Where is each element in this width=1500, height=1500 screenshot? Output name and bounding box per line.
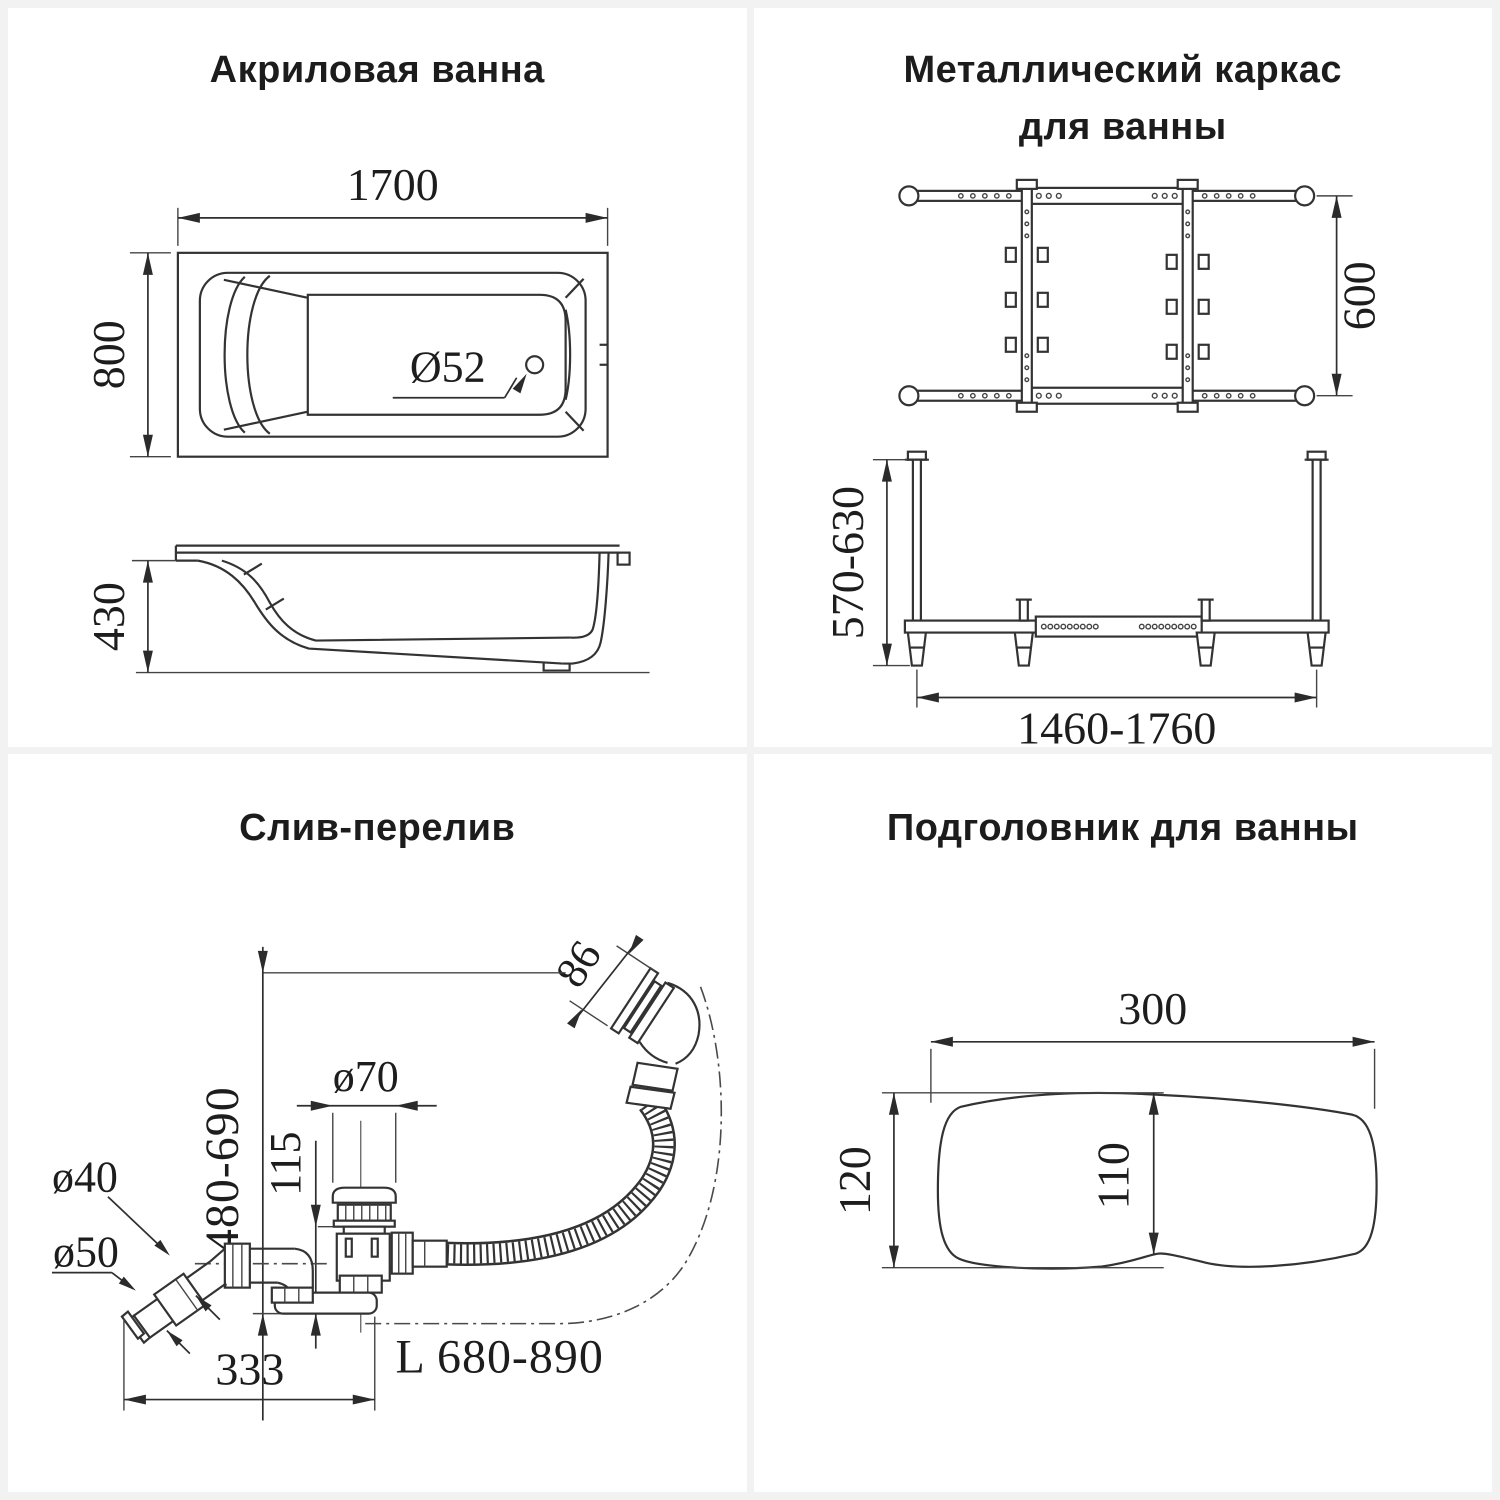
dim-center-height-label: 110 [1087,1142,1138,1209]
panel-frame: Металлический каркас для ванны [753,8,1492,747]
dim-cap-label: ø70 [333,1051,399,1100]
headrest-drawing: 300 120 110 [828,982,1378,1270]
dim-height-range-label: 480-690 [196,1086,249,1253]
dim-height-range-label: 570-630 [821,486,872,639]
frame-title: Металлический каркас для ванны [903,49,1342,148]
drain-title: Слив-перелив [239,806,516,849]
dim-length-range: 1460-1760 [915,669,1317,747]
dim-height-range: 570-630 [821,458,910,667]
dim-width: 300 [929,982,1375,1109]
hose-length-path [361,986,723,1324]
dim-center-height: 110 [1087,1092,1159,1255]
dim-offset: 333 [123,1316,376,1411]
dim-length: 1700 [177,159,609,246]
frame-plan-view [897,178,1315,413]
dim-length-range-label: 1460-1760 [1017,703,1216,747]
dim-width-label: 300 [1118,982,1187,1033]
drain-drawing: 86 480-690 115 [51,932,723,1421]
dim-pipe-40-label: ø40 [52,1152,118,1201]
overflow-head [609,966,701,1110]
headrest-title: Подголовник для ванны [886,806,1359,849]
headrest-outline [936,1091,1378,1270]
beam-holes [1040,623,1197,630]
dim-depth: 600 [1316,195,1384,397]
panel-drain: Слив-перелив [8,753,747,1492]
frame-front-view [903,450,1330,667]
panel-bathtub: Акриловая ванна Ø52 [8,8,747,747]
frame-drawing: 600 [821,178,1384,747]
dim-hose-length-label: L 680-890 [396,1330,604,1383]
dim-height-label: 120 [828,1146,879,1215]
bathtub-top-view [176,251,609,458]
mid-bolt-right [1194,598,1216,667]
dim-body-height: 115 [261,1131,340,1349]
outlet-pipe [120,1242,330,1344]
bathtub-drawing: Ø52 1700 800 [83,159,650,674]
dim-height: 120 [828,1092,899,1268]
right-strap [1165,178,1210,413]
channel-holes [1035,192,1178,399]
dim-body-height-label: 115 [261,1131,310,1195]
dim-cap: ø70 [296,1051,437,1183]
dim-height: 430 [83,559,176,673]
left-strap [1004,178,1049,413]
dim-offset-label: 333 [215,1343,284,1394]
dim-drain-hole: Ø52 [392,343,527,399]
bathtub-title: Акриловая ванна [209,49,545,91]
dim-pipe-50-label: ø50 [53,1227,119,1276]
dim-height-label: 430 [83,582,134,651]
dim-width-label: 800 [83,320,134,389]
bathtub-side-view [135,544,650,674]
drain-hole [525,355,545,375]
dim-pipe-50: ø50 [51,1227,191,1354]
dim-drain-hole-label: Ø52 [410,343,486,392]
dim-width: 800 [83,252,171,458]
corrugated-hose [446,1094,676,1266]
dim-length-label: 1700 [347,159,439,210]
mid-bolt-left [1013,598,1034,667]
corner-feet [906,631,1327,667]
dim-pipe-40: ø40 [52,1152,221,1320]
dim-height-range: 480-690 [196,946,566,1421]
panel-headrest: Подголовник для ванны 300 120 [753,753,1492,1492]
rail-holes [957,192,1256,399]
dim-depth-label: 600 [1333,261,1384,330]
